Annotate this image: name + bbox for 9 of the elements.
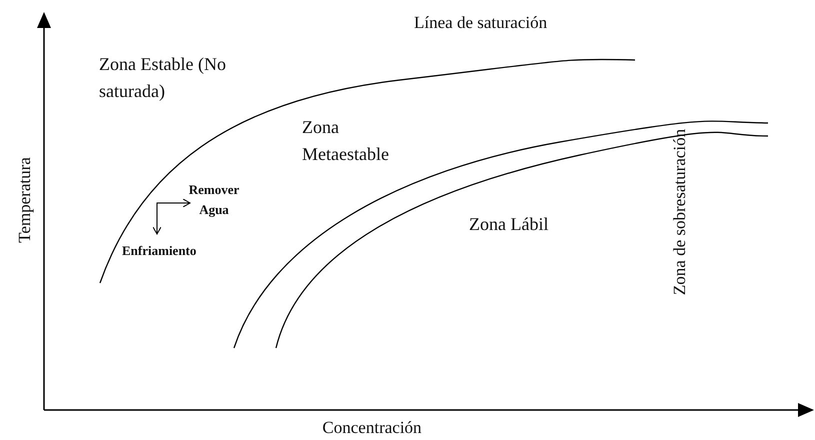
axis-title: Concentración bbox=[321, 417, 423, 439]
zone-label: Zona Metaestable bbox=[302, 116, 390, 166]
zone-label: Zona de sobresaturación bbox=[669, 128, 690, 298]
curve-label: Línea de saturación bbox=[414, 12, 548, 34]
action-label: Remover Agua bbox=[188, 181, 240, 219]
zone-label: Zona Estable (No saturada) bbox=[99, 53, 227, 103]
action-label: Enfriamiento bbox=[122, 242, 198, 260]
zone-label: Zona Lábil bbox=[469, 213, 550, 236]
axis-title: Temperatura bbox=[14, 156, 35, 245]
